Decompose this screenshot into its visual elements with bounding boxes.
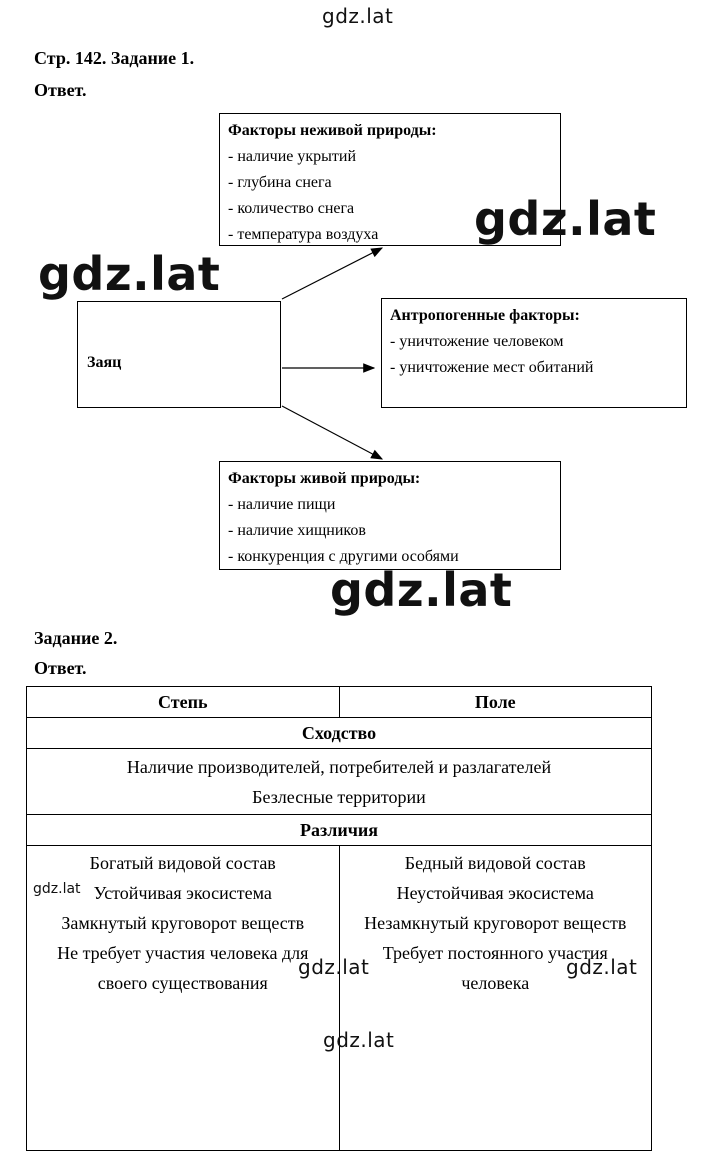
biotic-item: - наличие хищников	[228, 522, 366, 539]
comparison-table: Степь Поле Сходство Наличие производител…	[26, 686, 652, 1151]
watermark-overlay: gdz.lat	[298, 955, 370, 979]
task2-answer-label: Ответ.	[34, 658, 87, 678]
task1-title: Стр. 142. Задание 1.	[34, 48, 195, 68]
arrow-to-biotic	[281, 405, 384, 460]
biotic-title: Факторы живой природы:	[228, 470, 421, 487]
watermark-bottom: gdz.lat	[323, 1028, 395, 1052]
field-item: Незамкнутый круговорот веществ	[364, 913, 627, 933]
steppe-item: своего существования	[97, 973, 268, 993]
task2-title: Задание 2.	[34, 628, 118, 648]
abiotic-item: - количество снега	[228, 200, 355, 217]
biotic-factors-box: Факторы живой природы: - наличие пищи - …	[219, 461, 561, 570]
column-header-field: Поле	[338, 686, 652, 718]
task1-answer-label: Ответ.	[34, 80, 87, 100]
watermark-overlay: gdz.lat	[474, 192, 657, 246]
similarity-item: Безлесные территории	[252, 787, 426, 807]
watermark-overlay: gdz.lat	[330, 563, 513, 617]
biotic-item: - конкуренция с другими особями	[228, 548, 459, 565]
column-header-steppe: Степь	[26, 686, 340, 718]
biotic-item: - наличие пищи	[228, 496, 336, 513]
anthropogenic-item: - уничтожение человеком	[390, 333, 564, 350]
abiotic-item: - глубина снега	[228, 174, 332, 191]
differences-header: Различия	[26, 814, 652, 846]
similarity-header: Сходство	[26, 717, 652, 749]
field-item: Требует постоянного участия	[382, 943, 608, 963]
steppe-item: Богатый видовой состав	[89, 853, 276, 873]
arrow-to-abiotic	[281, 247, 384, 300]
field-item: Бедный видовой состав	[404, 853, 586, 873]
abiotic-factors-box: Факторы неживой природы: - наличие укрыт…	[219, 113, 561, 246]
similarity-cell: Наличие производителей, потребителей и р…	[26, 748, 652, 815]
field-differences-cell: Бедный видовой состав Неустойчивая экоси…	[338, 845, 652, 1151]
anthropogenic-title: Антропогенные факторы:	[390, 307, 580, 324]
abiotic-item: - температура воздуха	[228, 226, 379, 243]
anthropogenic-item: - уничтожение мест обитаний	[390, 359, 594, 376]
anthropogenic-factors-box: Антропогенные факторы: - уничтожение чел…	[381, 298, 687, 408]
steppe-item: Устойчивая экосистема	[93, 883, 272, 903]
steppe-item: Замкнутый круговорот веществ	[61, 913, 305, 933]
similarity-item: Наличие производителей, потребителей и р…	[126, 757, 552, 777]
field-item: человека	[461, 973, 530, 993]
hare-box: Заяц	[77, 301, 281, 408]
watermark-overlay: gdz.lat	[33, 881, 81, 897]
abiotic-title: Факторы неживой природы:	[228, 122, 437, 139]
abiotic-item: - наличие укрытий	[228, 148, 357, 165]
field-item: Неустойчивая экосистема	[396, 883, 594, 903]
hare-label: Заяц	[87, 354, 122, 371]
watermark-overlay: gdz.lat	[38, 247, 221, 301]
watermark-top: gdz.lat	[322, 4, 394, 28]
watermark-overlay: gdz.lat	[566, 955, 638, 979]
steppe-item: Не требует участия человека для	[57, 943, 309, 963]
diagram-arrows	[281, 247, 384, 460]
table-header-row: Степь Поле	[26, 686, 652, 718]
